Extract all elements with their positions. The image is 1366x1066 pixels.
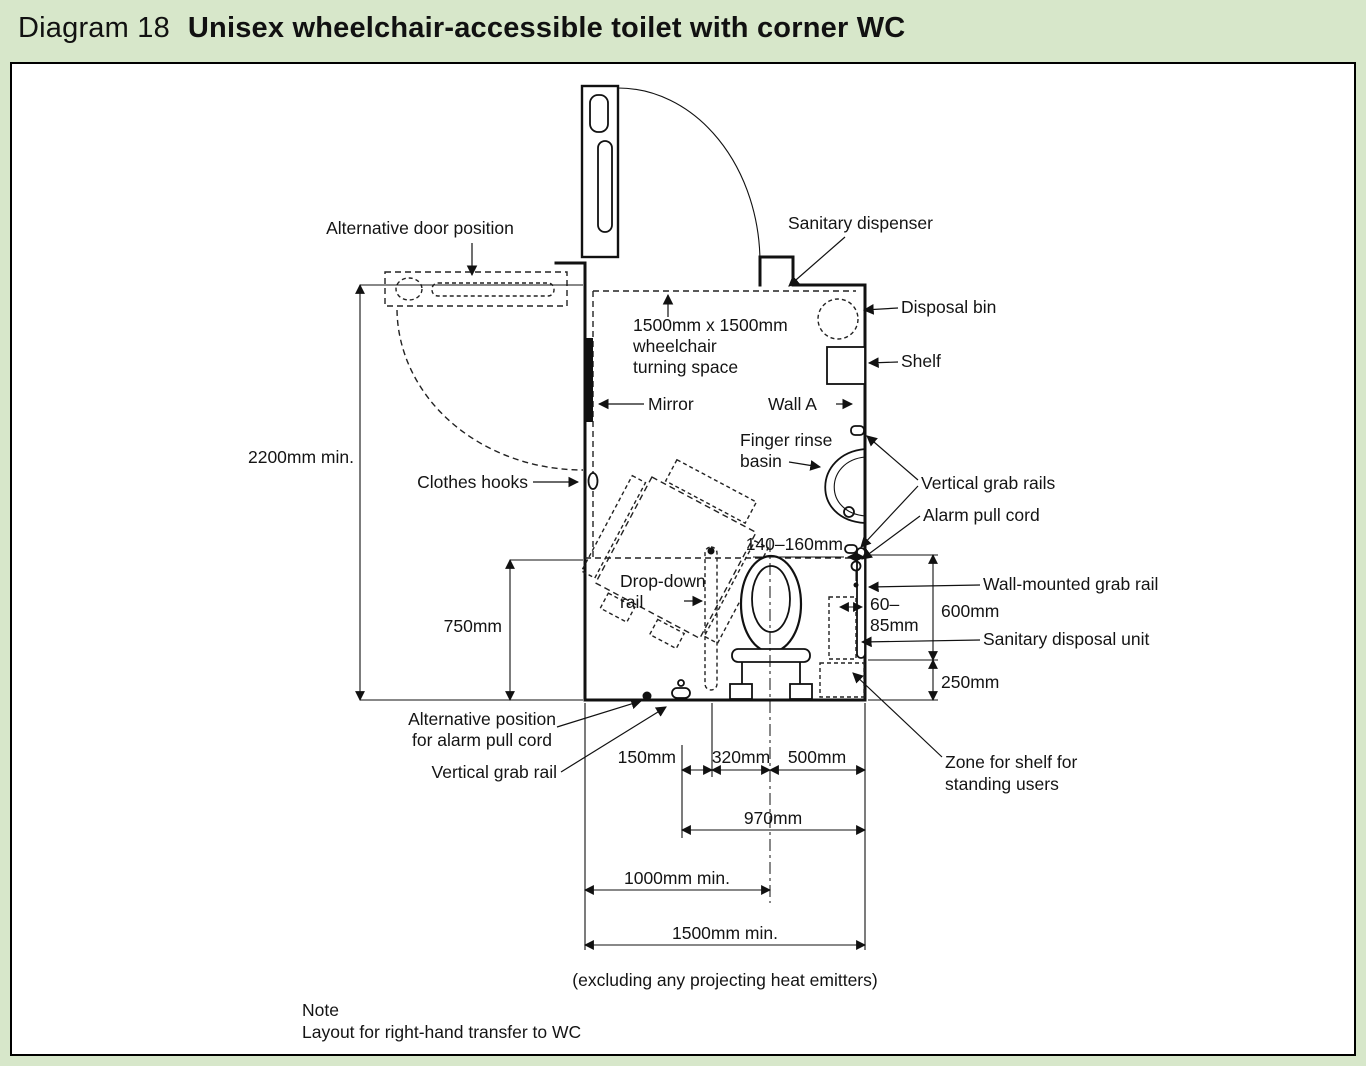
label-dim-1000: 1000mm min. [624,868,730,888]
label-clothes-hooks: Clothes hooks [417,472,528,492]
wc-frame-crossbar [731,648,811,663]
wheelchair-footplate-right [648,618,686,650]
rail-end [677,679,685,687]
label-dim-500: 500mm [788,747,846,767]
vertical-grab-rail-lower [844,544,858,554]
label-alt-alarm-1: Alternative position [408,709,556,729]
wheelchair-backrest [664,458,758,525]
page-title: Unisex wheelchair-accessible toilet with… [187,12,906,44]
label-dim-150: 150mm [618,747,676,767]
label-alarm-pull-cord: Alarm pull cord [923,505,1040,525]
wheelchair-turning-space [585,290,865,559]
label-mirror: Mirror [648,394,694,414]
wc-foot-left [729,683,753,700]
label-turning-space-2: wheelchair [632,336,717,356]
door-swing-arc [617,87,761,264]
label-dim-2200: 2200mm min. [248,447,354,467]
label-sanitary-disposal-unit: Sanitary disposal unit [983,629,1149,649]
wheelchair-footplate-left [599,592,636,624]
basin-inner [833,456,866,517]
wc-toilet [729,554,813,700]
dimension-lines [355,284,938,950]
vertical-grab-rail-upper [850,425,865,436]
sanitary-dispenser-recess [758,255,795,287]
finger-rinse-basin [824,448,866,524]
sanitary-disposal-unit [828,596,857,660]
basin-tap-icon [843,506,855,518]
note-body: Layout for right-hand transfer to WC [302,1022,581,1042]
note-title: Note [302,1000,339,1020]
label-turning-space-3: turning space [633,357,738,377]
wc-foot-right [789,683,813,700]
entrance-door [580,84,761,264]
wheelchair-right-wheel [703,539,770,645]
alt-alarm-cord-dot [642,691,652,701]
door-handle-icon [589,94,609,133]
wc-seat-inner [751,565,791,633]
drop-down-rail [704,546,718,691]
label-dim-60-1: 60– [870,594,899,614]
label-finger-rinse-1: Finger rinse [740,430,832,450]
label-drop-down-1: Drop-down [620,571,706,591]
label-dim-1500: 1500mm min. [672,923,778,943]
label-alt-alarm-2: for alarm pull cord [412,730,552,750]
wheelchair-outline [580,458,770,650]
label-excluding-heat-emitters: (excluding any projecting heat emitters) [572,970,877,990]
label-dim-140-160: 140–160mm [746,534,843,554]
disposal-bin [817,298,859,340]
vertical-grab-rail-bottom [671,679,691,699]
label-dim-60-2: 85mm [870,615,919,635]
label-zone-shelf-2: standing users [945,774,1059,794]
alt-door-handle-icon [395,277,423,301]
label-alternative-door-position: Alternative door position [326,218,514,238]
wheelchair-seat [594,476,758,640]
label-drop-down-2: rail [620,592,643,612]
label-finger-rinse-2: basin [740,451,782,471]
label-dim-320: 320mm [712,747,770,767]
shelf-zone-standing-users [819,662,865,698]
leader-arrows [466,236,981,773]
alarm-cord-bangle [853,582,859,588]
alt-door-pull-rail-icon [431,282,555,297]
clothes-hook-icon [587,472,599,490]
drop-down-rail-pivot [707,547,715,555]
basin-outer [824,448,866,524]
label-wall-mounted-grab-rail: Wall-mounted grab rail [983,574,1158,594]
mirror [586,338,593,422]
drop-down-rail-body [704,546,718,691]
label-turning-space-1: 1500mm x 1500mm [633,315,788,335]
label-zone-shelf-1: Zone for shelf for [945,752,1077,772]
plan-labels: Alternative door position Sanitary dispe… [248,213,1158,1042]
wheelchair-left-wheel [580,474,647,579]
label-dim-250: 250mm [941,672,999,692]
label-wall-a: Wall A [768,394,817,414]
label-shelf: Shelf [901,351,941,371]
wall-outline [583,261,867,702]
diagram-number: Diagram 18 [18,12,170,44]
label-sanitary-dispenser: Sanitary dispenser [788,213,933,233]
alternative-door [384,271,584,471]
label-dim-750: 750mm [444,616,502,636]
wc-seat-outer [739,554,803,654]
label-vertical-grab-rails: Vertical grab rails [921,473,1055,493]
alt-door-leaf [384,271,568,307]
label-vertical-grab-rail: Vertical grab rail [432,762,557,782]
label-disposal-bin: Disposal bin [901,297,996,317]
alt-door-swing-arc [396,309,584,471]
rail-body [671,687,691,699]
door-pull-rail-icon [597,140,613,233]
diagram-header: Diagram 18 Unisex wheelchair-accessible … [0,0,1366,60]
label-dim-970: 970mm [744,808,802,828]
room-walls [554,255,867,702]
label-dim-600: 600mm [941,601,999,621]
shelf [826,346,866,385]
